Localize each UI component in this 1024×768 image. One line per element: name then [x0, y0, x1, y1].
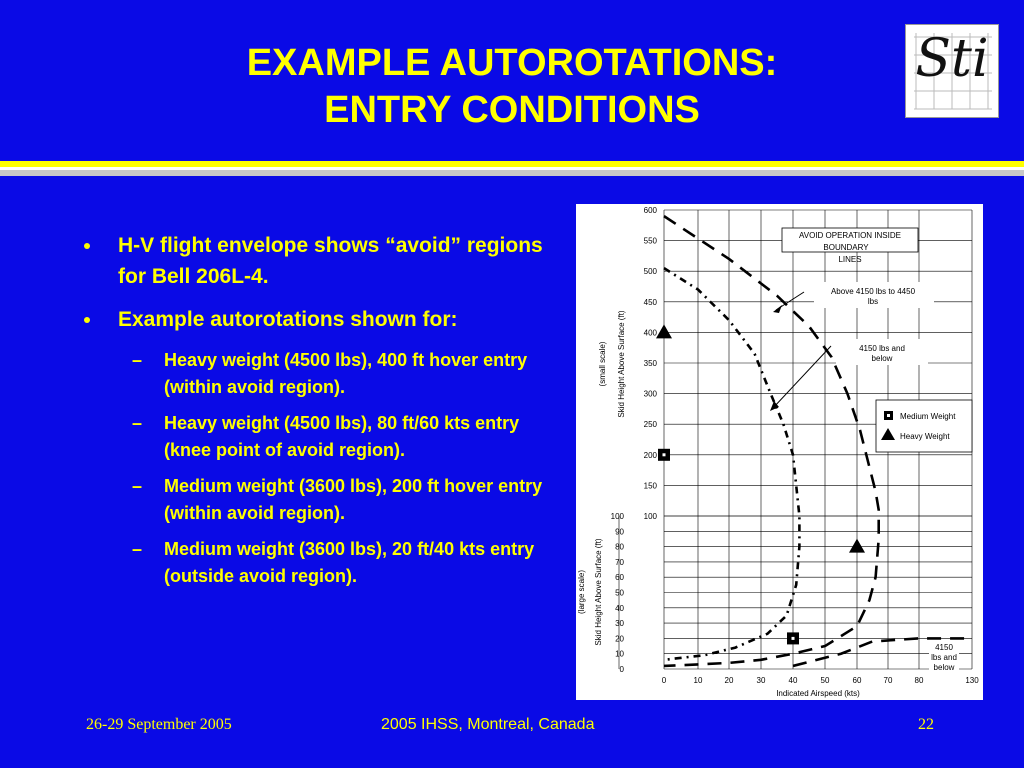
divider-yellow — [0, 161, 1024, 167]
medium-weight-point-center — [662, 453, 666, 457]
light-curve-label: below — [872, 354, 893, 363]
avoid-annotation-text: BOUNDARY — [823, 243, 869, 252]
hv-boundary-curve — [792, 637, 972, 668]
footer-venue: 2005 IHSS, Montreal, Canada — [381, 716, 595, 733]
medium-weight-point-center — [791, 636, 795, 640]
hv-boundary-curve — [663, 267, 801, 662]
y-tick-label-upper: 450 — [644, 298, 658, 307]
bullet-text: H-V flight envelope shows “avoid” region… — [118, 234, 543, 288]
x-tick-label: 40 — [789, 676, 798, 685]
title-line-2: ENTRY CONDITIONS — [324, 89, 700, 131]
y-tick-label-lower: 80 — [615, 543, 624, 552]
sub-bullet-text: Medium weight (3600 lbs), 20 ft/40 kts e… — [164, 539, 535, 586]
x-tick-label: 60 — [853, 676, 862, 685]
y-tick-label-upper: 500 — [644, 267, 658, 276]
y-tick-label-lower: 0 — [620, 665, 625, 674]
bullet-dot-icon — [84, 317, 90, 323]
y-tick-label-lower: 20 — [615, 634, 624, 643]
heavy-curve-label-bg — [814, 282, 934, 308]
x-tick-label: 70 — [884, 676, 893, 685]
legend-label: Heavy Weight — [900, 432, 950, 441]
light-curve-arrow-line — [772, 345, 832, 409]
light-curve-arrowhead — [770, 401, 779, 411]
sub-bullet-item: – Heavy weight (4500 lbs), 400 ft hover … — [72, 347, 552, 401]
y-axis-label-upper: Skid Height Above Surface (ft) — [617, 310, 626, 418]
y-tick-label-upper: 400 — [644, 328, 658, 337]
y-tick-label-lower: 10 — [615, 650, 624, 659]
bottom-right-label: lbs and — [931, 653, 957, 662]
legend-label: Medium Weight — [900, 412, 956, 421]
legend-square-icon-center — [887, 414, 890, 417]
x-tick-label: 10 — [694, 676, 703, 685]
avoid-annotation-text: LINES — [838, 255, 861, 264]
bottom-right-label-bg — [929, 641, 959, 673]
sti-logo: Sti — [905, 24, 999, 118]
x-tick-label: 30 — [757, 676, 766, 685]
dash-icon: – — [132, 413, 143, 433]
hv-boundary-curve — [663, 215, 881, 668]
y-tick-label-lower: 60 — [615, 573, 624, 582]
x-axis-label: Indicated Airspeed (kts) — [776, 689, 860, 698]
logo-grid-icon — [914, 33, 992, 110]
heavy-curve-label: Above 4150 lbs to 4450 — [831, 287, 916, 296]
legend-box — [875, 399, 973, 453]
logo-text: Sti — [915, 29, 989, 89]
bullet-list: H-V flight envelope shows “avoid” region… — [72, 230, 552, 599]
dash-icon: – — [132, 476, 143, 496]
y-axis-note-upper: (small scale) — [598, 341, 607, 386]
dash-icon: – — [132, 350, 143, 370]
sub-bullet-item: – Heavy weight (4500 lbs), 80 ft/60 kts … — [72, 410, 552, 464]
light-curve-label-bg — [836, 339, 928, 365]
y-tick-label-upper: 300 — [644, 390, 658, 399]
divider-grey — [0, 170, 1024, 176]
avoid-annotation-box — [781, 227, 919, 253]
sub-bullet-item: – Medium weight (3600 lbs), 200 ft hover… — [72, 473, 552, 527]
x-tick-label: 0 — [662, 676, 667, 685]
y-tick-label-lower: 100 — [611, 512, 625, 521]
bottom-right-label: below — [934, 663, 955, 672]
y-tick-label-lower: 30 — [615, 619, 624, 628]
sub-bullet-item: – Medium weight (3600 lbs), 20 ft/40 kts… — [72, 536, 552, 590]
avoid-annotation-text: AVOID OPERATION INSIDE — [799, 231, 901, 240]
y-tick-label-upper: 350 — [644, 359, 658, 368]
hv-diagram-svg: 6005505004504003503002502001501001009080… — [577, 206, 979, 698]
x-tick-label: 80 — [915, 676, 924, 685]
title-line-1: EXAMPLE AUTOROTATIONS: — [246, 42, 778, 84]
slide-title: EXAMPLE AUTOROTATIONS: ENTRY CONDITIONS — [0, 40, 1024, 134]
heavy-weight-point — [849, 538, 865, 553]
y-tick-label-upper: 150 — [644, 481, 658, 490]
bullet-item: Example autorotations shown for: — [72, 304, 552, 335]
y-tick-label-upper: 100 — [644, 512, 658, 521]
sub-bullet-text: Heavy weight (4500 lbs), 400 ft hover en… — [164, 350, 528, 397]
y-axis-note-lower: (large scale) — [577, 570, 586, 614]
y-tick-label-lower: 70 — [615, 558, 624, 567]
heavy-weight-point — [656, 324, 672, 339]
light-curve-label: 4150 lbs and — [859, 344, 905, 353]
divider-white — [0, 167, 1024, 170]
x-tick-label: 130 — [965, 676, 979, 685]
x-tick-label: 20 — [725, 676, 734, 685]
heavy-curve-arrowhead — [773, 305, 782, 313]
y-axis-label-lower: Skid Height Above Surface (ft) — [594, 538, 603, 646]
y-tick-label-lower: 40 — [615, 604, 624, 613]
y-tick-label-lower: 90 — [615, 527, 624, 536]
footer-page-number: 22 — [918, 716, 934, 733]
y-tick-label-lower: 50 — [615, 589, 624, 598]
x-tick-label: 50 — [821, 676, 830, 685]
sub-bullet-text: Medium weight (3600 lbs), 200 ft hover e… — [164, 476, 543, 523]
sub-bullet-text: Heavy weight (4500 lbs), 80 ft/60 kts en… — [164, 413, 520, 460]
y-tick-label-upper: 600 — [644, 206, 658, 215]
bullet-dot-icon — [84, 243, 90, 249]
y-tick-label-upper: 200 — [644, 451, 658, 460]
bottom-right-label: 4150 — [935, 643, 953, 652]
y-tick-label-upper: 250 — [644, 420, 658, 429]
bullet-item: H-V flight envelope shows “avoid” region… — [72, 230, 552, 292]
bullet-text: Example autorotations shown for: — [118, 308, 458, 331]
heavy-curve-label: lbs — [868, 297, 878, 306]
legend-triangle-icon — [881, 428, 895, 440]
footer-date: 26-29 September 2005 — [86, 716, 232, 733]
dash-icon: – — [132, 539, 143, 559]
y-tick-label-upper: 550 — [644, 237, 658, 246]
